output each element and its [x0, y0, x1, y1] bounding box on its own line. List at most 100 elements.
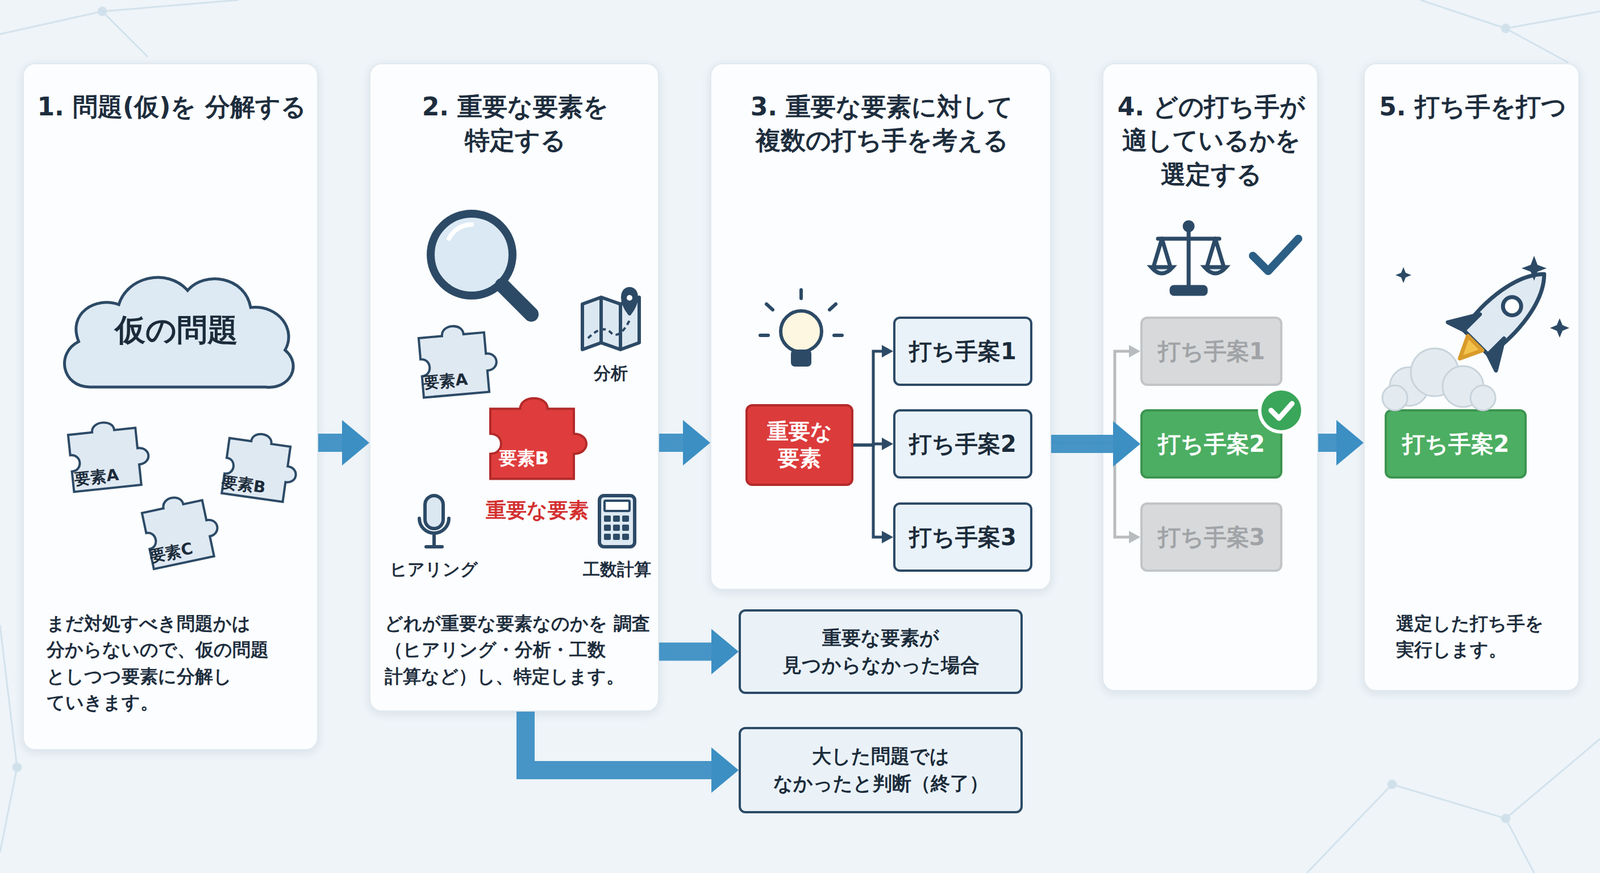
text-area: 3. 重要な要素に対して 複数の打ち手を考える: [722, 89, 1041, 158]
step-panel: 3. 重要な要素に対して 複数の打ち手を考える重要な 要素 打ち手案1 打ち手案2 打…: [710, 63, 1052, 590]
selected-option-box: 打ち手案2: [1384, 409, 1527, 479]
text-area: どれが重要な要素なのかを 調査（ヒアリング・分析・工数 計算など）し、特定します…: [384, 610, 652, 690]
text-area: 4. どの打ち手が 適しているかを 選定する: [1111, 89, 1311, 191]
arrowhead: [1336, 419, 1364, 466]
method-label: 工数計算: [582, 557, 652, 582]
flow-arrow: [318, 419, 370, 466]
connector-line: [659, 433, 685, 452]
check-icon: [1252, 238, 1299, 272]
branch-arrow: [1051, 442, 1141, 544]
key-puzzle-piece: 要素B: [478, 388, 598, 489]
key-element-caption: 重要な要素: [485, 496, 589, 525]
box-label: 重要な 要素: [755, 418, 844, 473]
rejected-option-box: 打ち手案1: [1140, 316, 1283, 386]
connector-line: [1318, 433, 1338, 452]
arrowhead: [342, 419, 370, 466]
end-outcome-box: 大した問題では なかったと判断（終了）: [738, 726, 1023, 814]
step-heading: 2. 重要な要素を 特定する: [381, 89, 649, 158]
puzzle-outline: [211, 421, 311, 512]
flow-arrow: [659, 419, 711, 466]
text-area: 2. 重要な要素を 特定する: [381, 89, 649, 158]
puzzle-outline: [130, 480, 233, 579]
option-box: 打ち手案3: [893, 502, 1033, 572]
step-description: どれが重要な要素なのかを 調査（ヒアリング・分析・工数 計算など）し、特定します…: [384, 610, 652, 690]
puzzle-piece: 要素A: [407, 313, 509, 407]
box-label: 要素B: [498, 446, 549, 472]
puzzle-piece: 要素B: [211, 421, 311, 512]
microphone-icon: [419, 495, 449, 547]
flow-arrow: [1318, 419, 1364, 466]
method-label: ヒアリング: [389, 557, 478, 582]
branch-arrow: [853, 437, 894, 450]
box-label: 重要な要素が 見つからなかった場合: [752, 624, 1010, 679]
puzzle-outline: [407, 313, 509, 407]
step-panel: 2. 重要な要素を 特定するどれが重要な要素なのかを 調査（ヒアリング・分析・工…: [369, 63, 660, 712]
step-heading: 5. 打ち手を打つ: [1373, 89, 1573, 124]
option-box: 打ち手案1: [893, 316, 1033, 386]
rocket-icon: [1382, 250, 1570, 411]
connector-line: [1051, 351, 1131, 443]
method-label: 分析: [593, 361, 628, 386]
arrowhead: [1128, 530, 1141, 544]
branch-arrow: [853, 444, 894, 544]
arrowhead: [1128, 344, 1141, 358]
arrowhead: [1113, 421, 1141, 467]
puzzle-outline: [56, 409, 162, 502]
lightbulb-icon: [760, 289, 843, 365]
box-label: 打ち手案2: [1157, 428, 1266, 460]
step-panel: 1. 問題(仮)を 分解するまだ対処すべき問題かは 分からないので、仮の問題 と…: [22, 63, 319, 750]
text-area: 1. 問題(仮)を 分解する: [35, 89, 308, 124]
connector-line: [525, 711, 713, 770]
arrowhead: [881, 344, 894, 358]
problem-cloud: 仮の問題: [50, 256, 303, 404]
branch-arrow: [1051, 344, 1141, 443]
branch-arrow: [853, 344, 894, 445]
box-label: 打ち手案3: [909, 521, 1017, 553]
connector-line: [659, 642, 713, 661]
connector-line: [853, 351, 883, 445]
step-heading: 1. 問題(仮)を 分解する: [35, 89, 308, 124]
branch-outcome-box: 重要な要素が 見つからなかった場合: [738, 609, 1023, 694]
text-area: 選定した打ち手を 実行します。: [1396, 610, 1570, 664]
connector-line: [318, 433, 344, 452]
step-heading: 4. どの打ち手が 適しているかを 選定する: [1111, 89, 1311, 191]
rejected-option-box: 打ち手案3: [1140, 502, 1283, 572]
calculator-icon: [599, 495, 635, 547]
flow-arrow: [659, 628, 739, 675]
key-element-box: 重要な 要素: [745, 403, 854, 486]
connector-line: [853, 443, 883, 445]
map-icon: [582, 288, 640, 350]
step-panel: 5. 打ち手を打つ選定した打ち手を 実行します。 打ち手案2: [1363, 63, 1580, 691]
step-heading: 3. 重要な要素に対して 複数の打ち手を考える: [722, 89, 1041, 158]
text-area: まだ対処すべき問題かは 分からないので、仮の問題 としつつ要素に分解し ていきま…: [46, 610, 303, 716]
magnifier-icon: [430, 213, 532, 315]
selected-option-box: 打ち手案2: [1140, 409, 1283, 479]
step-panel: 4. どの打ち手が 適しているかを 選定する打ち手案1 打ち手案2 打ち手案3: [1102, 63, 1319, 691]
flow-arrow: [525, 711, 739, 793]
box-label: 打ち手案1: [909, 335, 1017, 368]
text-area: 5. 打ち手を打つ: [1373, 89, 1573, 124]
box-label: 打ち手案3: [1157, 521, 1266, 553]
selected-badge: [1259, 388, 1303, 432]
arrowhead: [881, 530, 894, 544]
arrowhead: [711, 628, 739, 675]
box-label: 要素A: [73, 464, 120, 491]
flow-arrow: [1051, 421, 1141, 467]
box-label: 打ち手案2: [1402, 428, 1510, 460]
box-label: 仮の問題: [114, 309, 239, 352]
box-label: 打ち手案2: [909, 428, 1017, 460]
connector-line: [1051, 434, 1115, 453]
step-description: まだ対処すべき問題かは 分からないので、仮の問題 としつつ要素に分解し ていきま…: [46, 610, 303, 716]
box-label: 要素A: [422, 368, 469, 395]
connector-line: [853, 444, 883, 537]
arrowhead: [711, 747, 739, 793]
arrowhead: [881, 437, 894, 450]
arrowhead: [682, 419, 711, 466]
box-label: 大した問題では なかったと判断（終了）: [752, 742, 1010, 797]
puzzle-piece: 要素C: [130, 480, 233, 579]
option-box: 打ち手案2: [893, 409, 1033, 479]
box-label: 打ち手案1: [1157, 335, 1266, 368]
puzzle-outline: [478, 388, 598, 489]
scales-icon: [1151, 222, 1227, 294]
connector-line: [1051, 442, 1131, 537]
